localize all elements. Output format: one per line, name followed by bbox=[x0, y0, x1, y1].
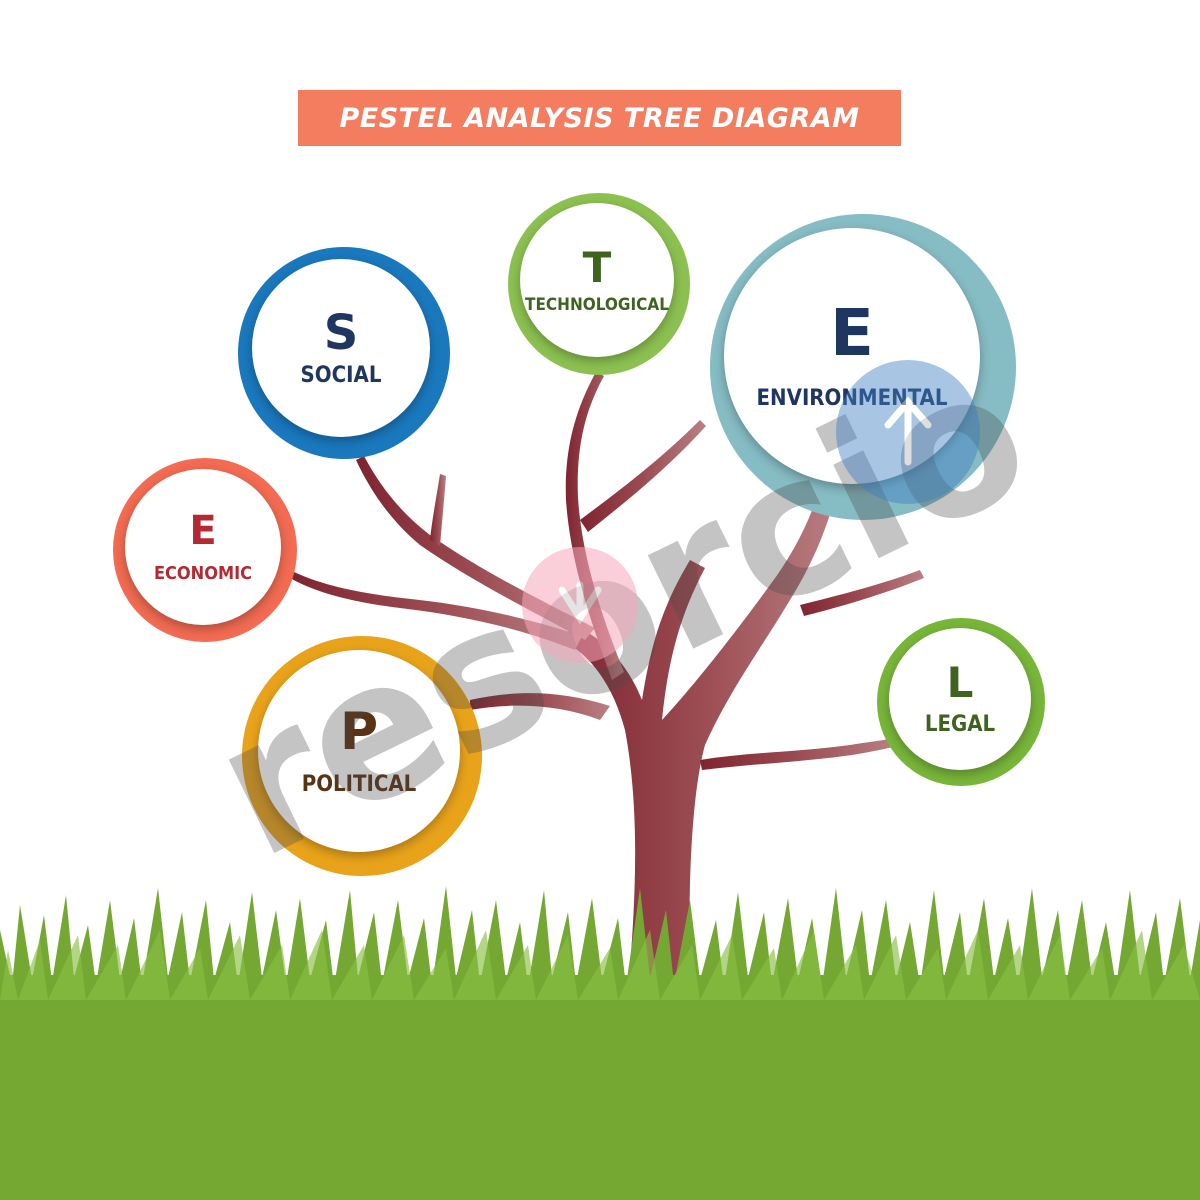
node-environmental-inner: E ENVIRONMENTAL bbox=[724, 228, 980, 484]
title-banner: PESTEL ANALYSIS TREE DIAGRAM bbox=[298, 90, 901, 146]
node-political: P POLITICAL bbox=[242, 636, 482, 876]
branch-economic bbox=[290, 572, 582, 650]
diagram-title: PESTEL ANALYSIS TREE DIAGRAM bbox=[339, 102, 860, 134]
node-economic-inner: E ECONOMIC bbox=[125, 469, 281, 625]
branch-social-twig bbox=[430, 474, 446, 546]
node-technological-label: TECHNOLOGICAL bbox=[525, 294, 669, 315]
branch-political bbox=[470, 693, 610, 720]
node-legal-label: LEGAL bbox=[924, 712, 996, 737]
node-technological: T TECHNOLOGICAL bbox=[508, 193, 690, 375]
node-political-inner: P POLITICAL bbox=[258, 650, 460, 852]
node-legal-inner: L LEGAL bbox=[889, 628, 1031, 770]
node-social-letter: S bbox=[323, 305, 359, 361]
node-environmental-label: ENVIRONMENTAL bbox=[756, 386, 948, 411]
node-economic: E ECONOMIC bbox=[113, 458, 297, 642]
node-environmental-letter: E bbox=[830, 297, 874, 371]
node-economic-letter: E bbox=[189, 508, 217, 554]
branch-tech-twig bbox=[580, 420, 706, 532]
node-social-inner: S SOCIAL bbox=[252, 259, 430, 437]
node-social-label: SOCIAL bbox=[300, 363, 382, 388]
node-environmental: E ENVIRONMENTAL bbox=[710, 214, 1016, 520]
node-economic-label: ECONOMIC bbox=[153, 563, 253, 584]
node-political-letter: P bbox=[339, 702, 379, 762]
branch-environmental-twig bbox=[800, 570, 924, 616]
node-legal-letter: L bbox=[946, 658, 974, 707]
node-technological-letter: T bbox=[582, 242, 612, 292]
tree bbox=[290, 372, 924, 990]
node-social: S SOCIAL bbox=[238, 247, 450, 459]
tree-trunk bbox=[560, 455, 842, 990]
node-political-label: POLITICAL bbox=[301, 772, 417, 797]
node-legal: L LEGAL bbox=[877, 618, 1045, 786]
branch-legal bbox=[700, 738, 896, 770]
node-technological-inner: T TECHNOLOGICAL bbox=[520, 203, 674, 357]
grass bbox=[0, 886, 1200, 1200]
